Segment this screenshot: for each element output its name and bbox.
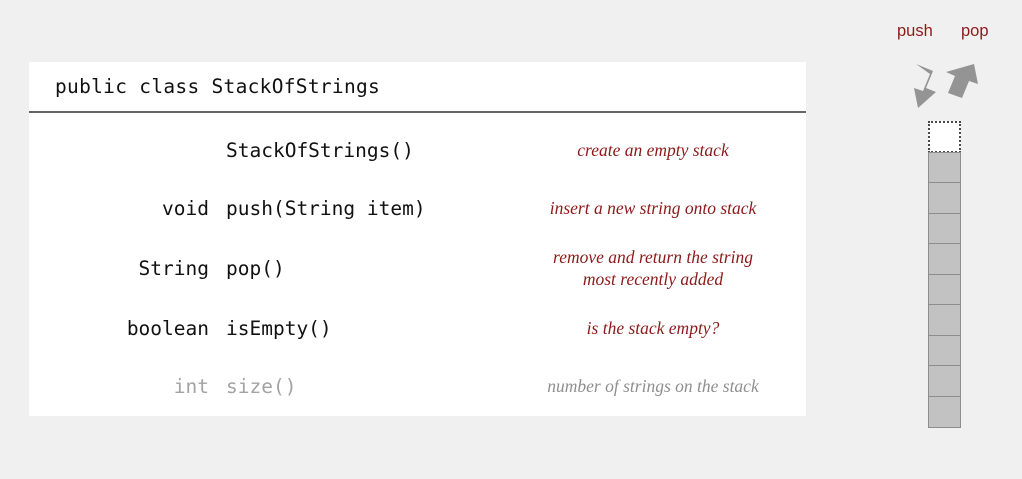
return-type: void: [162, 196, 209, 220]
method-signature: push(String item): [226, 196, 426, 220]
method-description: number of strings on the stack: [516, 375, 806, 397]
pop-label: pop: [961, 22, 989, 40]
stack-cell: [928, 243, 961, 275]
stack-operation-labels: push pop: [880, 20, 1010, 46]
push-label: push: [897, 22, 933, 40]
stack-cell: [928, 395, 961, 428]
stack-cell: [928, 212, 961, 245]
return-type: String: [138, 256, 209, 280]
description-line: most recently added: [582, 269, 724, 289]
method-signature: pop(): [226, 256, 285, 280]
class-declaration-text: public class StackOfStrings: [55, 75, 381, 98]
method-description: remove and return the string most recent…: [516, 246, 806, 291]
stack-cell: [928, 273, 961, 306]
stack-cell: [928, 304, 961, 336]
stack-cell: [928, 151, 961, 184]
stack-cell: [928, 182, 961, 214]
api-row: String pop() remove and return the strin…: [29, 237, 806, 299]
description-line: insert a new string onto stack: [549, 197, 757, 218]
description-line: create an empty stack: [577, 139, 729, 160]
method-description: create an empty stack: [516, 139, 806, 161]
stack-cell: [928, 365, 961, 397]
method-signature: size(): [226, 374, 297, 398]
stack-cell: [928, 334, 961, 367]
api-method-list: StackOfStrings() create an empty stack v…: [29, 113, 806, 415]
stack-cell-column: [928, 121, 961, 428]
description-line: remove and return the string: [553, 246, 753, 267]
method-signature: isEmpty(): [226, 316, 332, 340]
push-arrow-icon: [914, 64, 936, 108]
method-description: insert a new string onto stack: [516, 197, 806, 219]
stack-operation-arrows: [914, 64, 978, 108]
description-line: is the stack empty?: [586, 317, 720, 338]
header-divider: [29, 111, 806, 113]
pop-arrow-icon: [946, 64, 978, 98]
api-card-header: public class StackOfStrings: [29, 62, 806, 111]
api-specification-card: public class StackOfStrings StackOfStrin…: [29, 62, 806, 416]
method-description: is the stack empty?: [516, 317, 806, 339]
method-signature: StackOfStrings(): [226, 138, 414, 162]
api-row: int size() number of strings on the stac…: [29, 357, 806, 415]
api-row: boolean isEmpty() is the stack empty?: [29, 299, 806, 357]
api-row: StackOfStrings() create an empty stack: [29, 121, 806, 179]
description-line: number of strings on the stack: [547, 375, 759, 396]
return-type: boolean: [126, 316, 209, 340]
api-row: void push(String item) insert a new stri…: [29, 179, 806, 237]
stack-diagram: push pop: [880, 20, 1010, 440]
stack-cell-empty: [928, 121, 961, 153]
return-type: int: [173, 374, 209, 398]
